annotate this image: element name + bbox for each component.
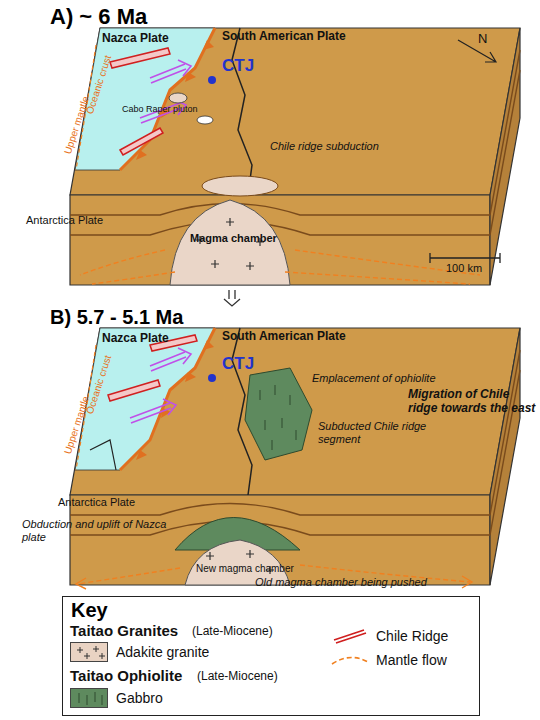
plate-motion-arrows bbox=[130, 348, 191, 423]
annotation-label: Magma chamber bbox=[190, 232, 277, 245]
annotation-label: South American Plate bbox=[222, 330, 346, 344]
annotation-label: Nazca Plate bbox=[102, 332, 169, 346]
annotation-label: Cabo Raper pluton bbox=[122, 104, 198, 114]
annotation-label: 100 km bbox=[446, 262, 482, 275]
annotation-label: Subducted Chile ridge segment bbox=[318, 420, 428, 445]
legend-swatch bbox=[70, 642, 108, 662]
annotation-label: N bbox=[478, 32, 487, 47]
annotation-label: Migration of Chile ridge towards the eas… bbox=[408, 388, 536, 416]
block-b bbox=[70, 328, 520, 585]
mantle-flow bbox=[80, 250, 480, 284]
annotation-label: Emplacement of ophiolite bbox=[312, 372, 436, 385]
block-a bbox=[70, 28, 520, 285]
ridge-subduction-patch bbox=[202, 176, 278, 196]
chile-ridge bbox=[108, 380, 160, 401]
annotation-label: Taitao Ophiolite bbox=[70, 667, 182, 684]
annotation-label: Nazca Plate bbox=[102, 32, 169, 46]
arrow-head bbox=[178, 348, 191, 364]
chile-ridge bbox=[110, 48, 170, 68]
arrow-head bbox=[163, 399, 176, 415]
magma-chamber bbox=[170, 200, 290, 285]
legend-text: Mantle flow bbox=[376, 652, 447, 668]
panel-b-illustration bbox=[70, 328, 520, 589]
pluton bbox=[169, 93, 187, 103]
mantle-flow-sample bbox=[332, 657, 368, 664]
annotation-label: Antarctica Plate bbox=[26, 214, 103, 227]
swatch-pattern bbox=[71, 689, 107, 707]
legend-line-sample bbox=[330, 626, 370, 646]
ridge-sample bbox=[334, 630, 366, 643]
annotation-label: CTJ bbox=[222, 56, 254, 76]
arrow-head bbox=[178, 60, 191, 76]
arrow-head bbox=[224, 299, 240, 306]
legend-line-sample bbox=[330, 650, 370, 670]
arrow-shaft bbox=[150, 352, 186, 371]
annotation-label: (Late-Miocene) bbox=[192, 625, 273, 639]
arrow-shaft bbox=[130, 403, 171, 423]
triple-junction bbox=[208, 374, 216, 382]
legend-text: Adakite granite bbox=[116, 644, 209, 660]
gabbro-hatch bbox=[260, 385, 296, 450]
panel-title: Key bbox=[71, 599, 108, 622]
annotation-label: South American Plate bbox=[222, 30, 346, 44]
chile-ridge bbox=[120, 128, 163, 155]
panel-arrow bbox=[224, 290, 240, 306]
panel-box: B) 5.7 - 5.1 Ma bbox=[40, 306, 520, 590]
annotation-label: CTJ bbox=[222, 354, 254, 374]
legend-text: Chile Ridge bbox=[376, 628, 448, 644]
pluton bbox=[197, 116, 213, 124]
annotation-label: Old magma chamber being pushed bbox=[255, 576, 427, 589]
legend-swatch bbox=[70, 688, 108, 708]
obduction-step bbox=[90, 440, 116, 470]
ophiolite bbox=[245, 368, 312, 460]
granite-crosses bbox=[77, 646, 105, 659]
gabbro-hatch bbox=[79, 692, 102, 705]
swatch-pattern bbox=[71, 643, 107, 661]
annotation-label: Taitao Granites bbox=[70, 622, 178, 639]
annotation-label: Antarctica Plate bbox=[58, 496, 135, 509]
arrow-shaft bbox=[229, 290, 235, 299]
legend-text: Gabbro bbox=[116, 690, 163, 706]
annotation-label: (Late-Miocene) bbox=[197, 670, 278, 684]
north-arrow bbox=[458, 40, 496, 62]
scale-bar bbox=[430, 253, 500, 263]
triple-junction bbox=[208, 76, 216, 84]
annotation-label: Chile ridge subduction bbox=[270, 140, 379, 153]
annotation-label: New magma chamber bbox=[196, 563, 294, 575]
annotation-label: Obduction and uplift of Nazca plate bbox=[22, 518, 172, 543]
arrow-shaft bbox=[150, 64, 186, 83]
panel-title: A) ~ 6 Ma bbox=[50, 4, 147, 30]
mantle-flow-heads bbox=[76, 576, 472, 589]
panel-title: B) 5.7 - 5.1 Ma bbox=[50, 306, 183, 329]
